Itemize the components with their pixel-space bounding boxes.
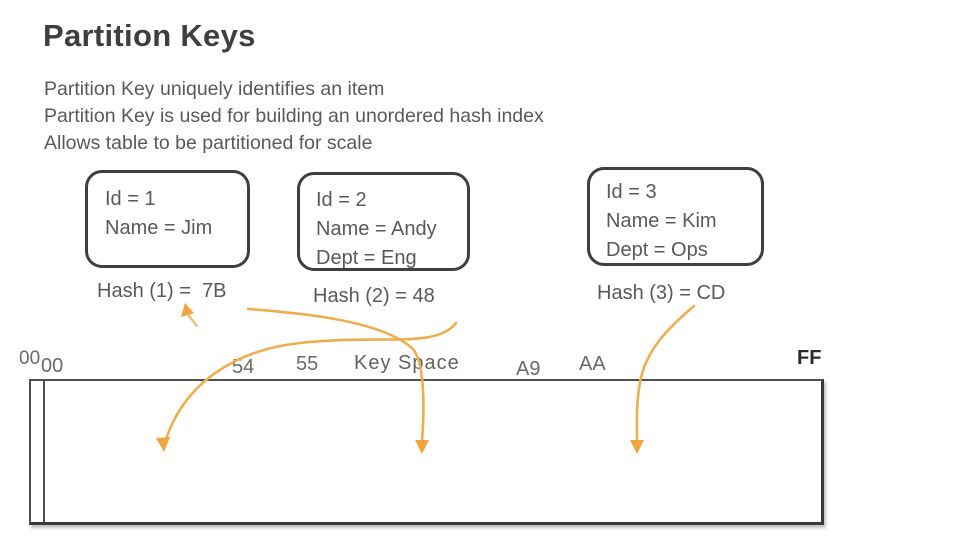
record-field: Name = Kim xyxy=(606,210,717,232)
axis-label-54: 54 xyxy=(232,356,255,378)
bullet-line: Partition Key is used for building an un… xyxy=(44,105,544,127)
hash-label-2: Hash (2) = 48 xyxy=(313,285,435,307)
axis-label-00-a: 00 xyxy=(19,348,41,369)
hash-label-1: Hash (1) = 7B xyxy=(97,280,227,302)
hash-label-3: Hash (3) = CD xyxy=(597,282,726,304)
axis-label-00-b: 00 xyxy=(41,355,64,377)
arrowhead-up-hash1-icon xyxy=(181,303,194,317)
axis-label-55: 55 xyxy=(296,353,319,375)
keyspace-left-divider xyxy=(43,381,45,522)
arrow-stub-hash1 xyxy=(186,312,199,328)
record-field: Name = Jim xyxy=(105,217,213,239)
record-field: Id = 3 xyxy=(606,181,657,203)
bullet-line: Partition Key uniquely identifies an ite… xyxy=(44,78,385,100)
record-field: Dept = Ops xyxy=(606,239,708,261)
axis-label-a9: A9 xyxy=(516,358,541,380)
keyspace-rectangle xyxy=(29,379,824,525)
record-field: Name = Andy xyxy=(316,218,437,240)
record-card-1: Id = 1 Name = Jim xyxy=(85,170,250,268)
keyspace-title: Key Space xyxy=(354,352,460,374)
record-field: Dept = Eng xyxy=(316,247,417,269)
bullet-list: Partition Key uniquely identifies an ite… xyxy=(44,76,544,157)
bullet-line: Allows table to be partitioned for scale xyxy=(44,132,373,154)
axis-label-ff: FF xyxy=(797,347,822,369)
record-card-3: Id = 3 Name = Kim Dept = Ops xyxy=(587,167,764,266)
axis-label-aa: AA xyxy=(579,353,606,375)
page-title: Partition Keys xyxy=(43,18,256,53)
record-card-2: Id = 2 Name = Andy Dept = Eng xyxy=(297,172,470,271)
record-field: Id = 2 xyxy=(316,189,367,211)
record-field: Id = 1 xyxy=(105,188,156,210)
